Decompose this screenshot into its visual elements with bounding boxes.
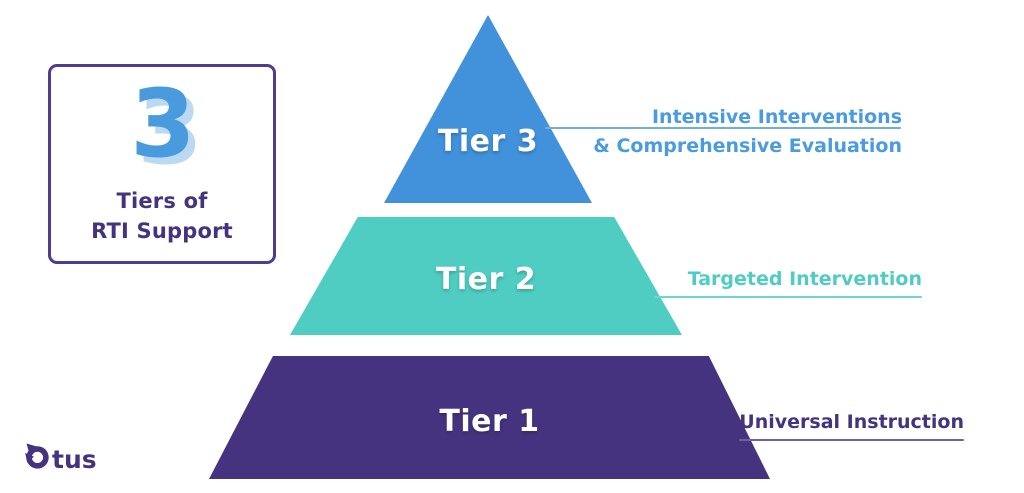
tier-2-connector-line (654, 296, 922, 298)
tier-count-number-main: 3 (130, 70, 195, 179)
tier-3-label: Tier 3 (437, 124, 539, 159)
tier-1-description: Universal Instruction (739, 411, 964, 433)
tier-2-label: Tier 2 (435, 262, 537, 297)
tier-3-description: Intensive Interventions & Comprehensive … (593, 103, 902, 161)
tier-3-connector-line (545, 127, 901, 129)
tier-1-connector-line (739, 439, 964, 441)
tier-2-description: Targeted Intervention (687, 268, 922, 290)
tier-1-label: Tier 1 (439, 404, 540, 439)
tier-count-number-shadow: 3 (137, 77, 202, 186)
tier-1-shape[interactable] (209, 356, 770, 479)
tier-3-shape[interactable] (384, 15, 592, 203)
card-caption-line-2: RTI Support (91, 219, 233, 243)
otus-logo-wordmark: tus (52, 445, 97, 474)
otus-logo-icon: tus (25, 443, 97, 474)
tier-2-shape[interactable] (290, 217, 682, 335)
card-caption-line-1: Tiers of (116, 189, 208, 213)
rti-summary-card: 3 3 Tiers of RTI Support (48, 64, 276, 264)
otus-logo[interactable]: tus (22, 440, 100, 476)
tier-3-description-line-2: & Comprehensive Evaluation (593, 135, 902, 157)
tier-3-description-line-1: Intensive Interventions (651, 106, 902, 128)
tier-count-number: 3 3 (51, 70, 273, 184)
